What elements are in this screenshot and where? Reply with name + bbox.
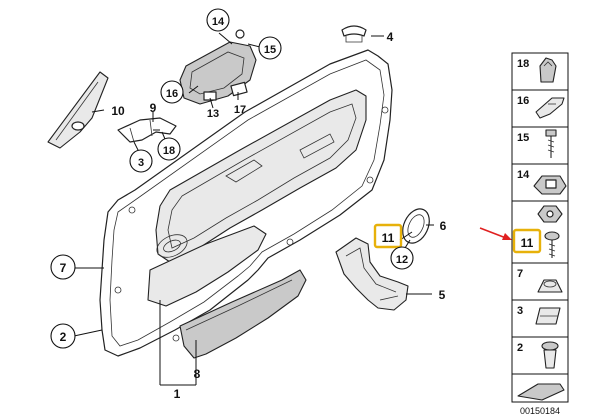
door-pull-handle <box>335 237 409 311</box>
callout-13: 13 <box>207 108 219 120</box>
callout-10-label: 10 <box>111 104 125 118</box>
grommet-part <box>341 25 367 43</box>
callout-13-label: 13 <box>207 108 219 120</box>
legend-label-14: 14 <box>517 169 530 181</box>
callout-7-label: 7 <box>60 261 67 275</box>
callout-18: 18 <box>157 137 181 161</box>
oval-cover-part <box>402 208 430 244</box>
legend-label-11: 11 <box>521 236 534 250</box>
mirror-triangle-cover <box>47 71 109 149</box>
legend-item-11: 11 <box>512 205 563 258</box>
legend-label-7: 7 <box>517 268 523 280</box>
legend-item-14: 14 <box>517 169 567 195</box>
door-panel <box>99 49 393 359</box>
callout-12: 12 <box>390 246 414 270</box>
fastener-legend: 18 16 15 14 11 <box>511 52 569 403</box>
legend-item-18: 18 <box>517 57 557 83</box>
legend-item-2: 2 <box>517 341 559 369</box>
legend-item-7: 7 <box>517 268 563 293</box>
legend-tool-icon <box>517 383 565 401</box>
callout-17-label: 17 <box>234 104 246 116</box>
callout-10: 10 <box>111 104 125 118</box>
callout-8: 8 <box>194 367 201 381</box>
callout-15: 15 <box>258 36 282 60</box>
diagram-number: 00150184 <box>520 406 560 416</box>
callout-16: 16 <box>160 80 184 104</box>
callout-1: 1 <box>174 387 181 401</box>
callout-5-label: 5 <box>439 288 446 302</box>
callout-18-label: 18 <box>163 145 175 157</box>
switch-unit <box>179 29 257 105</box>
callout-12-label: 12 <box>396 254 408 266</box>
callout-15-label: 15 <box>264 44 276 56</box>
callout-9: 9 <box>150 101 157 115</box>
callout-4-label: 4 <box>387 30 394 44</box>
callout-9-label: 9 <box>150 101 157 115</box>
legend-item-15: 15 <box>517 129 557 158</box>
callout-14: 14 <box>206 8 230 32</box>
callout-16-label: 16 <box>166 88 178 100</box>
callout-11-label: 11 <box>382 231 395 245</box>
callout-3-label: 3 <box>138 157 144 169</box>
callout-2: 2 <box>50 323 76 349</box>
bracket-part <box>117 117 177 143</box>
callout-1-label: 1 <box>174 387 181 401</box>
legend-label-3: 3 <box>517 305 523 317</box>
callout-3: 3 <box>129 149 153 173</box>
callout-8-label: 8 <box>194 367 201 381</box>
legend-label-2: 2 <box>517 342 523 354</box>
callout-6-label: 6 <box>440 219 447 233</box>
legend-label-18: 18 <box>517 58 529 70</box>
red-arrow-indicator <box>479 227 512 240</box>
legend-label-16: 16 <box>517 95 529 107</box>
callout-17: 17 <box>234 104 246 116</box>
callout-2-label: 2 <box>60 330 67 344</box>
callout-11-highlighted: 11 <box>373 223 403 249</box>
callout-5: 5 <box>439 288 446 302</box>
callout-7: 7 <box>50 254 76 280</box>
legend-item-3: 3 <box>517 305 561 325</box>
legend-label-15: 15 <box>517 132 529 144</box>
callout-6: 6 <box>440 219 447 233</box>
legend-item-16: 16 <box>517 95 565 119</box>
callout-4: 4 <box>387 30 394 44</box>
callout-14-label: 14 <box>212 16 225 28</box>
